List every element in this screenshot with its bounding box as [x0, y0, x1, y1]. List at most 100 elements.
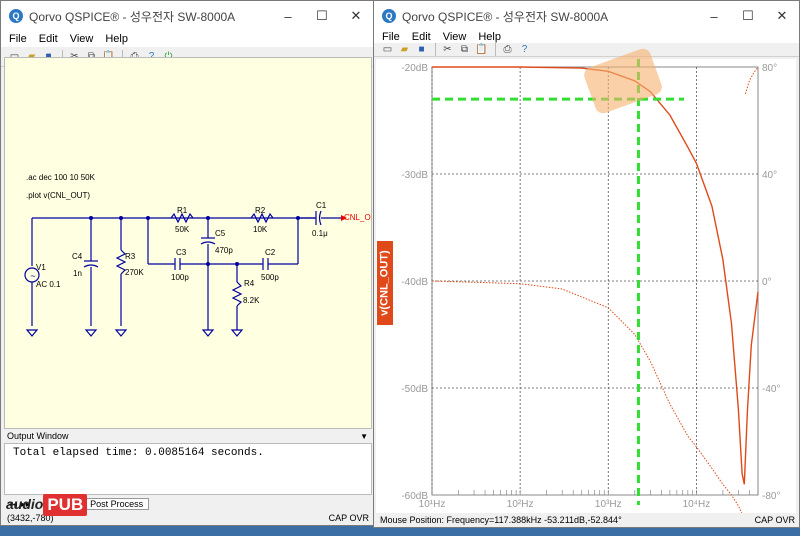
- c3-label: C3: [176, 248, 187, 257]
- trace-label[interactable]: v(CNL_OUT): [377, 241, 393, 325]
- qspice-logo-icon: Q: [9, 9, 23, 23]
- paste-icon[interactable]: 📋: [475, 44, 488, 55]
- title-bar[interactable]: Q Qorvo QSPICE® - 성우전자 SW-8000A – ☐ ✕: [374, 1, 799, 31]
- y-right-tick-label: -80°: [762, 491, 780, 502]
- directive-plot[interactable]: .plot v(CNL_OUT): [26, 191, 91, 200]
- menu-view[interactable]: View: [69, 33, 94, 45]
- c5-value: 470p: [215, 246, 233, 255]
- v1-label: V1: [36, 263, 46, 272]
- toolbar-separator: [495, 43, 496, 56]
- y-right-tick-label: -40°: [762, 384, 780, 395]
- window-title: Qorvo QSPICE® - 성우전자 SW-8000A: [29, 9, 236, 24]
- bode-plot: -20dB-30dB-40dB-50dB-60dB80°40°0°-40°-80…: [401, 59, 780, 517]
- menu-help[interactable]: Help: [478, 31, 501, 43]
- output-window-title: Output Window: [7, 431, 69, 441]
- r2-label: R2: [255, 206, 266, 215]
- open-folder-icon[interactable]: ▰: [400, 44, 409, 55]
- watermark-prefix: audio: [6, 496, 44, 512]
- help-icon[interactable]: ?: [144, 50, 159, 63]
- print-icon[interactable]: ⎙: [127, 50, 142, 63]
- new-file-icon[interactable]: ▭: [7, 50, 22, 63]
- menu-edit[interactable]: Edit: [38, 33, 58, 45]
- tab-scroll-left-icon[interactable]: ◂◂: [8, 498, 18, 509]
- r1-label: R1: [177, 206, 188, 215]
- menu-file[interactable]: File: [9, 33, 27, 45]
- net-label-cnl-out[interactable]: CNL_OUT: [344, 213, 371, 222]
- x-tick-label: 10¹Hz: [419, 499, 446, 510]
- schematic-drawing: ~: [24, 210, 347, 337]
- c1-label: C1: [316, 201, 327, 210]
- c3-value: 100p: [171, 273, 189, 282]
- toolbar-separator: [435, 43, 436, 56]
- print-icon[interactable]: ⎙: [503, 44, 512, 55]
- cut-icon[interactable]: ✂: [67, 50, 82, 63]
- minimize-button[interactable]: –: [710, 8, 718, 24]
- c2-value: 500p: [261, 273, 279, 282]
- paste-icon[interactable]: 📋: [101, 50, 116, 63]
- x-tick-label: 10³Hz: [595, 499, 622, 510]
- ac-source-symbol: ~: [30, 271, 35, 281]
- mouse-position-readout: Mouse Position: Frequency=117.388kHz -53…: [380, 515, 622, 525]
- output-window-header: Output Window ▼: [4, 430, 372, 442]
- y-right-tick-label: 40°: [762, 170, 777, 181]
- minimize-button[interactable]: –: [284, 8, 292, 24]
- r4-value: 8.2K: [243, 296, 260, 305]
- series-magnitude: [432, 66, 759, 485]
- menu-help[interactable]: Help: [105, 33, 128, 45]
- directive-ac[interactable]: .ac dec 100 10 50K: [26, 173, 95, 182]
- toolbar-separator: [62, 50, 63, 63]
- x-tick-label: 10⁴Hz: [683, 499, 711, 510]
- maximize-button[interactable]: ☐: [316, 8, 328, 23]
- r2-value: 10K: [253, 225, 268, 234]
- window-title: Qorvo QSPICE® - 성우전자 SW-8000A: [402, 9, 609, 24]
- copy-icon[interactable]: ⧉: [460, 44, 469, 55]
- output-window-menu-icon[interactable]: ▼: [360, 431, 368, 441]
- y-left-tick-label: -30dB: [401, 170, 428, 181]
- y-left-tick-label: -50dB: [401, 384, 428, 395]
- cut-icon[interactable]: ✂: [443, 44, 452, 55]
- toolbar: ▭ ▰ ■ ✂ ⧉ 📋 ⎙ ?: [374, 43, 799, 57]
- x-tick-label: 10²Hz: [507, 499, 534, 510]
- watermark-brand: PUB: [43, 494, 88, 516]
- status-flags: CAP OVR: [328, 513, 369, 523]
- menu-bar: File Edit View Help: [1, 31, 373, 47]
- tab-post-process[interactable]: Post Process: [84, 498, 150, 510]
- copy-icon[interactable]: ⧉: [84, 50, 99, 63]
- r3-label: R3: [125, 252, 136, 261]
- trace-label-text: v(CNL_OUT): [379, 250, 392, 316]
- toolbar-separator: [122, 50, 123, 63]
- close-button[interactable]: ✕: [350, 8, 362, 23]
- v1-value: AC 0.1: [36, 280, 61, 289]
- schematic-canvas[interactable]: ~ .ac dec 100 10 50K .plot v(CNL_OUT) V1…: [4, 57, 372, 429]
- c4-label: C4: [72, 252, 83, 261]
- y-right-tick-label: 0°: [762, 277, 772, 288]
- qspice-logo-icon: Q: [382, 9, 396, 23]
- open-folder-icon[interactable]: ▰: [24, 50, 39, 63]
- title-bar[interactable]: Q Qorvo QSPICE® - 성우전자 SW-8000A – ☐ ✕: [1, 1, 373, 31]
- menu-bar: File Edit View Help: [374, 31, 799, 43]
- new-file-icon[interactable]: ▭: [382, 44, 393, 55]
- y-left-tick-label: -20dB: [401, 63, 428, 74]
- output-window-text: Total elapsed time: 0.0085164 seconds.: [4, 443, 372, 495]
- c1-value: 0.1μ: [312, 229, 328, 238]
- c5-label: C5: [215, 229, 226, 238]
- help-icon[interactable]: ?: [521, 44, 528, 55]
- status-bar: Mouse Position: Frequency=117.388kHz -53…: [374, 513, 799, 527]
- run-icon[interactable]: ⏻: [161, 50, 176, 63]
- menu-file[interactable]: File: [382, 31, 400, 43]
- maximize-button[interactable]: ☐: [742, 8, 754, 23]
- waveform-window: Q Qorvo QSPICE® - 성우전자 SW-8000A – ☐ ✕ Fi…: [373, 0, 800, 528]
- c4-value: 1n: [73, 269, 82, 278]
- schematic-window: Q Qorvo QSPICE® - 성우전자 SW-8000A – ☐ ✕ Fi…: [0, 0, 374, 526]
- c2-label: C2: [265, 248, 276, 257]
- close-button[interactable]: ✕: [776, 8, 788, 23]
- y-left-tick-label: -40dB: [401, 277, 428, 288]
- save-icon[interactable]: ■: [41, 50, 56, 63]
- status-coordinates: (3432,-780): [7, 513, 54, 523]
- menu-view[interactable]: View: [442, 31, 467, 43]
- r4-label: R4: [244, 279, 255, 288]
- menu-edit[interactable]: Edit: [411, 31, 431, 43]
- save-icon[interactable]: ■: [418, 44, 425, 55]
- tab-scroll-right-icon[interactable]: ▸▸: [21, 498, 31, 509]
